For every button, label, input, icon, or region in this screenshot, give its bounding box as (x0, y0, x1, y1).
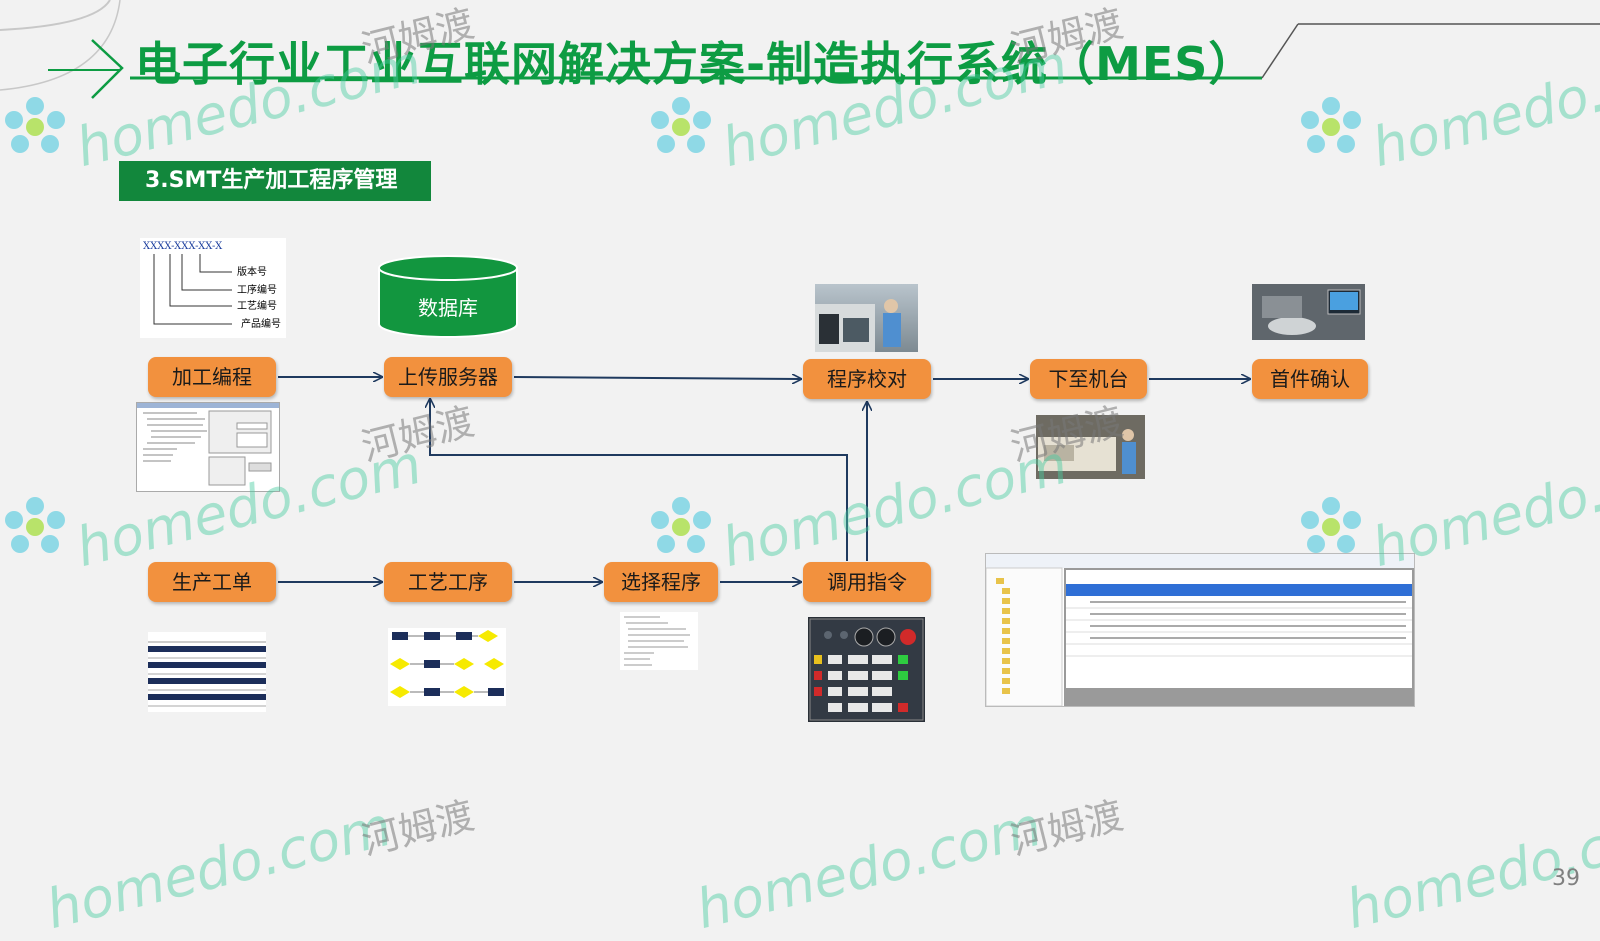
node-program-verify: 程序校对 (803, 359, 931, 399)
production-line-sketch (1036, 415, 1145, 479)
node-process-steps: 工艺工序 (384, 562, 512, 602)
program-software-thumbnail (136, 402, 280, 492)
node-select-program: 选择程序 (604, 562, 718, 602)
node-upload-server: 上传服务器 (384, 357, 512, 397)
header-decoration (0, 0, 1600, 99)
node-call-instruction: 调用指令 (803, 562, 931, 602)
code-label: 版本号 (237, 267, 267, 278)
code-label: 工艺编号 (237, 301, 277, 312)
inspection-photo-sketch (1252, 284, 1365, 340)
program-list-thumbnail (620, 612, 698, 670)
code-label: 产品编号 (241, 319, 281, 330)
page-number: 39 (1552, 866, 1580, 891)
node-first-piece-confirm: 首件确认 (1252, 359, 1368, 399)
smt-machine-photo (815, 284, 918, 352)
production-line-photo (1036, 415, 1145, 479)
control-panel-sketch (809, 618, 924, 721)
code-format: XXXX-XXX-XX-X (143, 241, 223, 252)
database-label: 数据库 (418, 296, 478, 320)
flow-arrows (278, 0, 1600, 901)
software-window-sketch (137, 403, 279, 486)
database-cylinder (378, 255, 518, 338)
process-flow-thumbnail (388, 628, 506, 706)
code-structure-image: XXXX-XXX-XX-X 版本号 工序编号 工艺编号 产品编号 (140, 238, 286, 338)
file-manager-thumbnail (985, 553, 1415, 707)
section-label: 3.SMT生产加工程序管理 (119, 161, 431, 201)
code-label: 工序编号 (237, 285, 277, 296)
node-work-order: 生产工单 (148, 562, 276, 602)
control-panel-thumbnail (808, 617, 925, 722)
first-piece-photo (1252, 284, 1365, 340)
process-flow-sketch (390, 630, 504, 698)
page-title: 电子行业工业互联网解决方案-制造执行系统（MES） (135, 37, 1256, 91)
machine-photo-sketch (815, 299, 901, 352)
program-list-sketch (624, 616, 690, 666)
code-bracket-lines (153, 254, 232, 325)
node-programming: 加工编程 (148, 357, 276, 397)
node-download-machine: 下至机台 (1030, 359, 1147, 399)
work-order-table-sketch (148, 641, 266, 707)
work-order-table-thumbnail (148, 632, 266, 712)
file-manager-sketch (985, 554, 1414, 707)
